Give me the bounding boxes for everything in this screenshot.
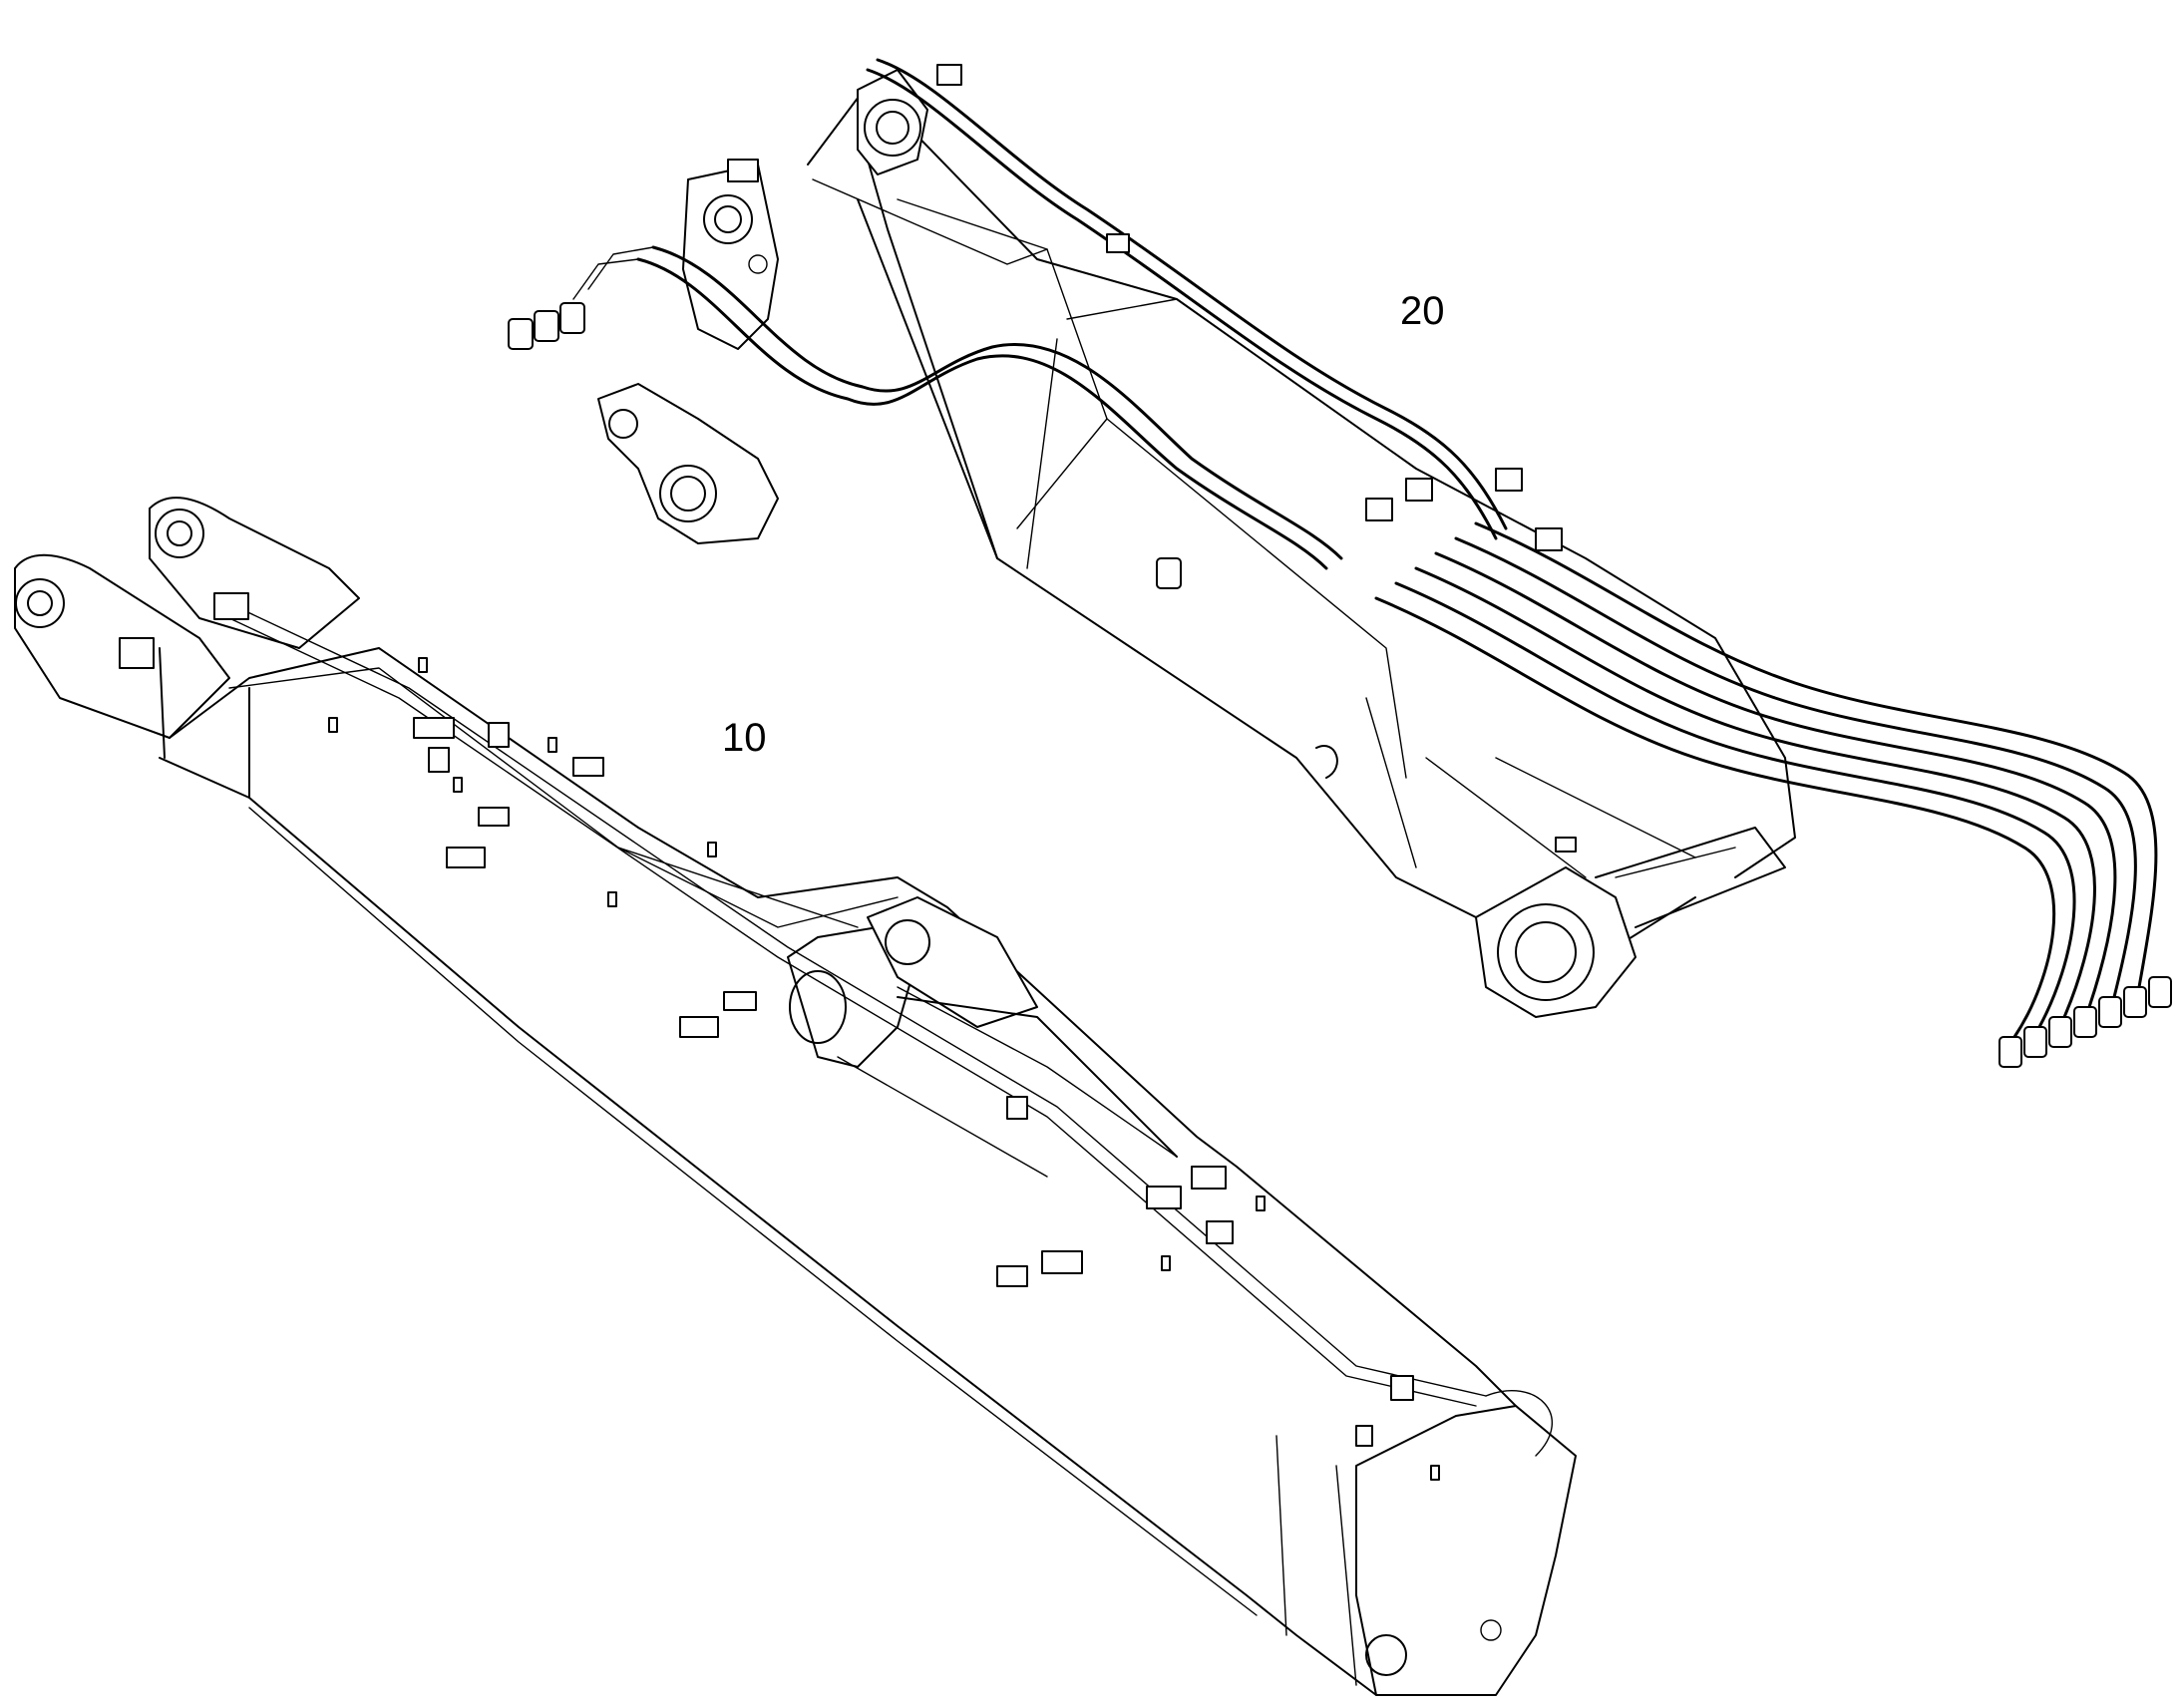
- callout-label-20: 20: [1400, 289, 1445, 333]
- callout-label-10: 10: [722, 716, 767, 760]
- hose-fittings-right: [1998, 976, 2172, 1068]
- arm-assembly: [14, 497, 1577, 1696]
- boom-assembly: [508, 58, 2172, 1068]
